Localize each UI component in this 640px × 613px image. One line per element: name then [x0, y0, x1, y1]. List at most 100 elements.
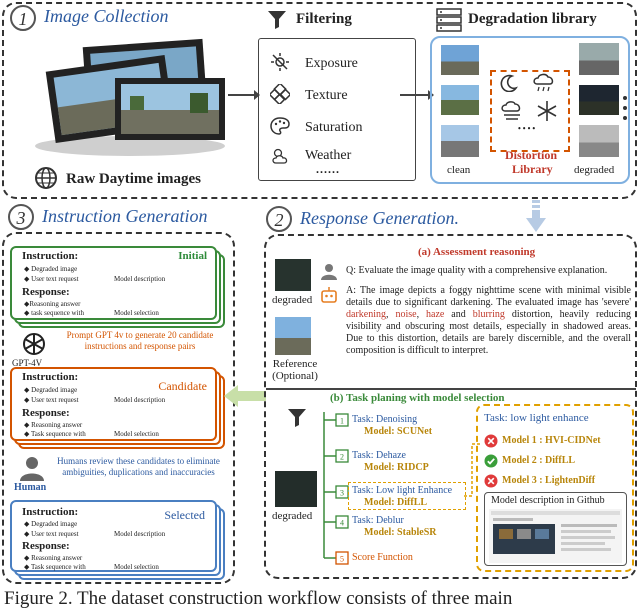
degradation-library-title: Degradation library	[468, 11, 597, 27]
score-function-label: Score Function	[352, 552, 413, 563]
clean-photo-2	[440, 84, 480, 116]
question-text: Q: Evaluate the image quality with a com…	[346, 265, 608, 276]
selected-line-3: ◆ Reasoning answer	[24, 554, 83, 562]
moon-icon	[500, 74, 518, 93]
degraded-library-label: degraded	[574, 164, 615, 176]
fog-icon	[500, 100, 524, 124]
planning-degraded-label: degraded	[272, 510, 313, 522]
raw-image-filmstrip	[30, 38, 230, 158]
degraded-photo-3	[578, 124, 620, 158]
weather-icon	[270, 146, 292, 166]
gpt-4v-label: GPT-4V	[12, 358, 43, 368]
reject-icon	[484, 434, 498, 448]
candidate-response-label: Response:	[22, 407, 70, 419]
texture-icon	[268, 82, 292, 106]
candidate-line-4a: ◆ Task sequence with	[24, 430, 86, 438]
initial-line-3: ◆Reasoning answer	[24, 300, 81, 308]
down-arrow	[524, 200, 548, 234]
degraded-photo-2	[578, 84, 620, 116]
task-2-model: Model: RIDCP	[364, 462, 429, 473]
keyword-darkening: darkening	[346, 309, 386, 320]
initial-instruction-label: Instruction:	[22, 250, 79, 262]
step-1-badge: 1	[10, 5, 36, 31]
candidate-tag: Candidate	[158, 379, 207, 393]
model-selection-box	[476, 404, 634, 572]
filter-item-exposure: Exposure	[305, 56, 358, 71]
candidate-instruction-label: Instruction:	[22, 371, 79, 383]
model-2-label: Model 2 : DiffLL	[502, 455, 576, 466]
task-3-model: Model: DiffLL	[364, 497, 428, 508]
github-description-box: Model description in Github	[484, 492, 627, 566]
human-label: Human	[14, 482, 47, 493]
answer-part-1: A: The image depicts a foggy nighttime s…	[346, 285, 631, 308]
candidate-line-2b: Model description	[114, 396, 166, 404]
image-collection-title: Image Collection	[44, 6, 169, 26]
response-generation-panel	[264, 234, 637, 579]
github-screenshot	[489, 509, 622, 563]
selected-line-4b: Model selection	[114, 563, 159, 571]
task-1-model: Model: SCUNet	[364, 426, 433, 437]
openai-icon	[20, 330, 48, 358]
human-review-text: Humans review these candidates to elimin…	[57, 456, 220, 477]
task-4-model: Model: StableSR	[364, 527, 437, 538]
task-4-name: Task: Deblur	[352, 515, 404, 526]
initial-response-label: Response:	[22, 286, 70, 298]
user-icon	[320, 262, 338, 280]
exposure-icon	[270, 52, 290, 72]
human-icon	[18, 455, 46, 481]
filter-item-saturation: Saturation	[305, 120, 363, 135]
keyword-noise: noise	[395, 309, 417, 320]
server-icon	[436, 8, 462, 32]
filtering-box	[258, 38, 416, 181]
distortion-dots: • • • •	[518, 124, 536, 133]
svg-text:2: 2	[340, 453, 344, 462]
reject-icon	[484, 474, 498, 488]
filmstrip-graphic	[35, 38, 225, 156]
candidate-line-1: ◆ Degraded image	[24, 386, 78, 394]
step-3-badge: 3	[8, 204, 34, 230]
initial-tag: Initial	[178, 250, 207, 262]
candidate-card: Candidate Instruction: ◆ Degraded image …	[10, 367, 217, 441]
answer-part-2: distortion, heavily reducing visibility …	[346, 309, 632, 356]
initial-line-2a: ◆ User text request	[24, 275, 79, 283]
task-planning-title: (b) Task planing with model selection	[330, 392, 505, 404]
initial-card: Initial Instruction: ◆ Degraded image ◆ …	[10, 246, 217, 320]
gpt-prompt-text: Prompt GPT 4v to generate 20 candidate i…	[66, 330, 214, 351]
filter-more-dots: ......	[316, 162, 340, 176]
initial-line-4b: Model selection	[114, 309, 159, 317]
model-3-label: Model 3 : LightenDiff	[502, 475, 596, 486]
answer-text: A: The image depicts a foggy nighttime s…	[346, 285, 632, 356]
figure-caption: Figure 2. The dataset construction workf…	[4, 588, 513, 609]
svg-text:3: 3	[340, 489, 344, 498]
rain-cloud-icon	[532, 72, 556, 94]
response-generation-title: Response Generation.	[300, 208, 459, 228]
keyword-blurring: blurring	[472, 309, 505, 320]
selected-line-2a: ◆ User text request	[24, 530, 79, 538]
selected-line-4a: ◆ Task sequence with	[24, 563, 86, 571]
filter-item-texture: Texture	[305, 88, 348, 103]
globe-icon	[34, 166, 58, 190]
candidate-line-2a: ◆ User text request	[24, 396, 79, 404]
initial-line-2b: Model description	[114, 275, 166, 283]
clean-label: clean	[447, 164, 471, 176]
arrow-to-degradation	[400, 88, 434, 100]
initial-line-1: ◆ Degraded image	[24, 265, 78, 273]
degradation-box	[430, 36, 630, 184]
planning-degraded-photo	[274, 470, 318, 508]
snowflake-icon	[536, 100, 558, 122]
degraded-dots	[622, 94, 628, 124]
image-collection-panel	[2, 2, 637, 199]
filter-icon	[266, 8, 288, 30]
candidate-line-4b: Model selection	[114, 430, 159, 438]
svg-text:1: 1	[340, 417, 344, 426]
keyword-and: and	[451, 309, 466, 320]
instruction-generation-title: Instruction Generation	[42, 206, 208, 226]
reference-photo	[274, 316, 312, 356]
filtering-title: Filtering	[296, 11, 352, 27]
svg-text:5: 5	[340, 555, 344, 564]
assessment-reasoning-title: (a) Assessment reasoning	[418, 246, 536, 258]
filter-item-weather: Weather	[305, 148, 352, 163]
clean-photo-3	[440, 124, 480, 158]
palette-icon	[270, 116, 290, 136]
distortion-library-box	[490, 70, 570, 152]
